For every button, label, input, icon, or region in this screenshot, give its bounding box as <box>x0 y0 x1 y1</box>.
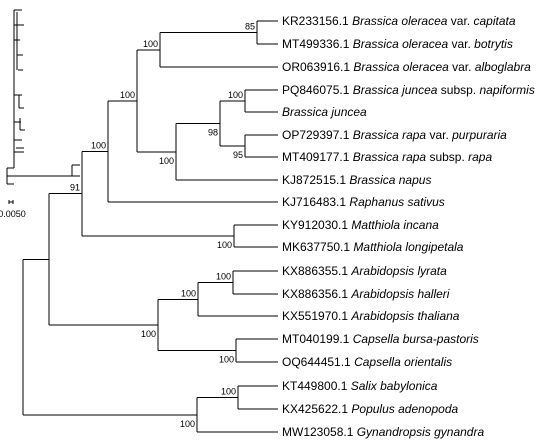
taxon-name-italic: purpuraria <box>451 128 507 142</box>
taxon-accession: PQ846075.1 <box>282 83 350 97</box>
taxon-name-italic: Brassica oleracea <box>353 37 449 51</box>
taxon-accession: OQ644451.1 <box>282 355 351 369</box>
taxon-accession: MT040199.1 <box>282 332 350 346</box>
bootstrap-value: 98 <box>208 128 218 138</box>
taxon-label: KT449800.1 Salix babylonica <box>282 379 438 393</box>
taxon-name-italic: Populus adenopoda <box>351 402 458 416</box>
taxon-label: OR063916.1 Brassica oleracea var. albogl… <box>282 60 531 74</box>
taxon-name-italic: Arabidopsis halleri <box>350 287 449 301</box>
taxon-accession: KR233156.1 <box>282 14 349 28</box>
taxon-accession: OR063916.1 <box>282 60 350 74</box>
taxon-name-italic: napiformis <box>479 83 534 97</box>
taxon-name-italic: botrytis <box>474 37 513 51</box>
bootstrap-value: 100 <box>91 140 106 150</box>
taxon-name-italic: alboglabra <box>475 60 531 74</box>
taxon-name-italic: capitata <box>473 14 515 28</box>
taxon-name-italic: Brassica juncea <box>353 83 438 97</box>
taxon-labels: KR233156.1 Brassica oleracea var. capita… <box>282 14 535 439</box>
bootstrap-value: 91 <box>70 183 80 193</box>
taxon-name-italic: Arabidopsis thaliana <box>350 309 459 323</box>
taxon-label: KR233156.1 Brassica oleracea var. capita… <box>282 14 516 28</box>
taxon-label: KX551970.1 Arabidopsis thaliana <box>282 309 460 323</box>
scale-bar-label: 0.0050 <box>0 209 26 219</box>
taxon-label: MT499336.1 Brassica oleracea var. botryt… <box>282 37 513 51</box>
taxon-label: PQ846075.1 Brassica juncea subsp. napifo… <box>282 83 535 97</box>
taxon-name-italic: Salix babylonica <box>351 379 438 393</box>
taxon-rank: var. <box>447 14 473 28</box>
taxon-rank: var. <box>449 60 475 74</box>
bootstrap-value: 100 <box>143 39 158 49</box>
taxon-name-italic: Brassica rapa <box>353 150 427 164</box>
taxon-label: MT409177.1 Brassica rapa subsp. rapa <box>282 150 492 164</box>
taxon-rank: subsp. <box>426 150 468 164</box>
taxon-label: Brassica juncea <box>282 105 367 119</box>
taxon-name-italic: Matthiola longipetala <box>353 240 463 254</box>
scale-bar: 0.0050 <box>0 200 26 219</box>
taxon-accession: KY912030.1 <box>282 218 348 232</box>
taxon-rank: var. <box>448 37 474 51</box>
bootstrap-value: 100 <box>216 272 231 282</box>
taxon-accession: KJ716483.1 <box>282 195 346 209</box>
taxon-accession: MW123058.1 <box>282 425 354 439</box>
taxon-name-italic: Gynandropsis gynandra <box>357 425 485 439</box>
taxon-name-italic: Brassica oleracea <box>352 14 448 28</box>
bootstrap-value: 100 <box>219 355 234 365</box>
taxon-name-italic: Brassica rapa <box>353 128 427 142</box>
taxon-accession: OP729397.1 <box>282 128 350 142</box>
tree-branches <box>22 20 278 433</box>
taxon-accession: MK637750.1 <box>282 240 350 254</box>
taxon-accession: MT499336.1 <box>282 37 350 51</box>
taxon-name-italic: Brassica oleracea <box>353 60 449 74</box>
taxon-rank: subsp. <box>437 83 479 97</box>
taxon-name-italic: Brassica juncea <box>282 105 367 119</box>
bootstrap-value: 100 <box>120 90 135 100</box>
bootstrap-value: 100 <box>217 240 232 250</box>
taxon-label: KY912030.1 Matthiola incana <box>282 218 439 232</box>
taxon-label: KJ716483.1 Raphanus sativus <box>282 195 445 209</box>
taxon-accession: KT449800.1 <box>282 379 348 393</box>
taxon-name-italic: Capsella bursa-pastoris <box>353 332 479 346</box>
taxon-label: OQ644451.1 Capsella orientalis <box>282 355 452 369</box>
taxon-accession: KX425622.1 <box>282 402 348 416</box>
taxon-label: KX886355.1 Arabidopsis lyrata <box>282 264 447 278</box>
bootstrap-value: 100 <box>221 387 236 397</box>
taxon-accession: KJ872515.1 <box>282 173 346 187</box>
bootstrap-value: 100 <box>180 419 195 429</box>
bootstrap-value: 100 <box>141 329 156 339</box>
taxon-rank: var. <box>426 128 452 142</box>
bootstrap-value: 95 <box>233 150 243 160</box>
taxon-label: MK637750.1 Matthiola longipetala <box>282 240 464 254</box>
taxon-accession: KX551970.1 <box>282 309 348 323</box>
taxon-label: KJ872515.1 Brassica napus <box>282 173 431 187</box>
bootstrap-value: 85 <box>245 22 255 32</box>
taxon-accession: KX886355.1 <box>282 264 348 278</box>
taxon-accession: MT409177.1 <box>282 150 350 164</box>
bootstrap-value: 100 <box>159 156 174 166</box>
taxon-name-italic: Matthiola incana <box>351 218 439 232</box>
bootstrap-values: 85 100 100 95 98 100 100 100 91 100 100 100 100 100 10… <box>70 22 255 429</box>
bootstrap-value: 100 <box>181 288 196 298</box>
taxon-name-italic: Capsella orientalis <box>354 355 452 369</box>
phylogram-overview <box>6 9 80 185</box>
taxon-name-italic: Raphanus sativus <box>349 195 444 209</box>
taxon-label: KX886356.1 Arabidopsis halleri <box>282 287 450 301</box>
taxon-name-italic: Arabidopsis lyrata <box>350 264 447 278</box>
taxon-label: KX425622.1 Populus adenopoda <box>282 402 458 416</box>
taxon-accession: KX886356.1 <box>282 287 348 301</box>
taxon-label: MW123058.1 Gynandropsis gynandra <box>282 425 484 439</box>
taxon-name-italic: Brassica napus <box>349 173 431 187</box>
taxon-label: MT040199.1 Capsella bursa-pastoris <box>282 332 479 346</box>
taxon-name-italic: rapa <box>468 150 492 164</box>
taxon-label: OP729397.1 Brassica rapa var. purpuraria <box>282 128 507 142</box>
bootstrap-value: 100 <box>228 90 243 100</box>
